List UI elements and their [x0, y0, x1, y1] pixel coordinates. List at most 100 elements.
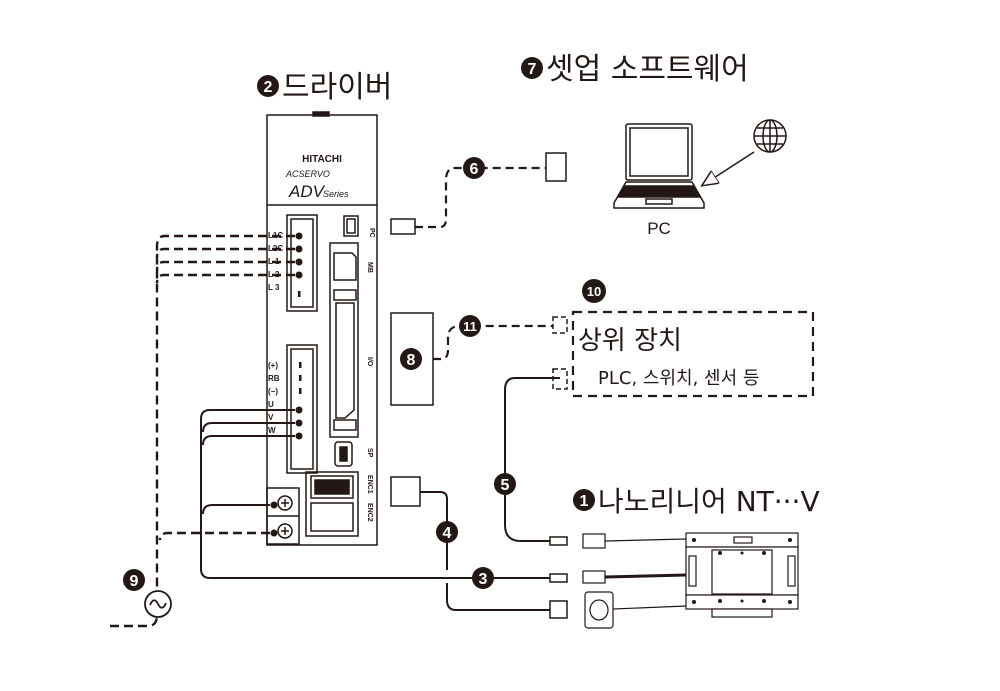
sensor-plug: [582, 533, 606, 549]
motor-cable-connector: [549, 573, 568, 583]
laptop-keyboard: [616, 185, 702, 198]
terminal-label-v: V: [268, 413, 274, 422]
screw: [718, 599, 722, 603]
screw: [740, 599, 744, 603]
sensor-cable-connector: [549, 536, 568, 546]
linear-stage: [582, 532, 799, 629]
enc2-connector: [310, 502, 354, 532]
laptop-icon: [613, 123, 705, 209]
stage-title-text: 나노리니어 NT···V: [598, 485, 820, 518]
encoder-connector-driver-side: [390, 476, 421, 507]
port-label-io: I/O: [366, 357, 373, 367]
ground-pins: [270, 501, 278, 537]
callout-circle: [463, 157, 485, 179]
ground-terminals: [266, 487, 300, 545]
callout-4: 4: [443, 525, 452, 542]
ground-screw-icon: [277, 523, 293, 539]
stage-base: [711, 608, 773, 618]
port-label-pc: PC: [368, 228, 375, 238]
motor-cable: [200, 409, 550, 579]
driver-title: 2 드라이버: [257, 70, 392, 105]
pc-port: [343, 215, 359, 237]
power-supply-wiring: [110, 234, 295, 628]
host-sensor-connector: [552, 368, 568, 390]
terminal-label-minus: (−): [268, 387, 278, 396]
screw: [740, 551, 744, 555]
callout-circle: [494, 473, 516, 495]
enc-panel: [305, 471, 359, 537]
callout-3: 3: [479, 571, 488, 588]
ground-pin: [270, 501, 278, 509]
ground-screw-icon: [277, 495, 293, 511]
screw: [692, 600, 696, 604]
terminal-pin: [295, 232, 303, 240]
wire-l2c: [155, 247, 295, 258]
io-connector: [335, 302, 355, 419]
stage-screws: [692, 538, 792, 604]
port-label-enc2: ENC2: [366, 503, 373, 522]
sensor-cable: [504, 377, 560, 542]
callout-6: 6: [470, 161, 479, 178]
laptop-screen: [629, 127, 689, 177]
callout-11: 11: [463, 319, 477, 334]
pc-communication-cable: [415, 166, 546, 229]
motor-plug: [582, 570, 606, 584]
callout-circle: [436, 521, 458, 543]
usb-port-outline: [343, 215, 359, 237]
callout-circle: [472, 567, 494, 589]
screw-cross: [281, 527, 289, 535]
stage-carriage: [711, 549, 773, 595]
port-label-enc1: ENC1: [366, 475, 373, 494]
screw: [788, 600, 792, 604]
driver-model-line: ACSERVO: [285, 169, 330, 179]
screw: [762, 551, 766, 555]
software-title: 7 셋업 소프트웨어: [521, 52, 749, 87]
sp-port-outline: [334, 441, 353, 467]
software-title-text: 셋업 소프트웨어: [546, 52, 749, 87]
terminal-pin: [295, 419, 303, 427]
stage-sensor: [733, 536, 753, 544]
io-cable: [433, 324, 553, 361]
host-device-title: 상위 장치: [578, 326, 682, 356]
wire-fg: [202, 504, 270, 515]
wire-u: [200, 409, 550, 579]
screw: [762, 599, 766, 603]
terminal-label-plus: (+): [268, 361, 278, 370]
callout-5: 5: [501, 477, 510, 494]
motor-lead: [604, 573, 687, 579]
callout-circle: [123, 569, 145, 591]
wire-l2: [155, 273, 295, 284]
driver-brand: HITACHI: [302, 154, 342, 165]
callout-circle: [521, 57, 543, 79]
host-device-box: [571, 310, 815, 398]
sine-wave-icon: [149, 599, 167, 609]
callout-8: 8: [407, 352, 416, 369]
io-module: [390, 312, 434, 406]
power-terminal-pins: [295, 232, 303, 297]
pc-cable-connector-driver-side: [390, 218, 416, 235]
terminal-pin: [298, 291, 301, 297]
callout-circle: [257, 75, 279, 97]
sp-port-pins: [339, 446, 348, 462]
driver-series-sub: Series: [323, 189, 349, 199]
terminal-label-u: U: [268, 400, 274, 409]
terminal-label-rb: RB: [268, 374, 280, 383]
host-io-connector: [552, 316, 568, 334]
pc-cable-connector-pc-side: [545, 152, 567, 182]
io-panel-outline: [329, 242, 359, 438]
wire-supply-return: [110, 614, 159, 628]
port-label-sp: SP: [366, 448, 373, 458]
wire-l1c: [155, 234, 295, 610]
wire-v: [202, 422, 295, 433]
stage-end-block: [787, 555, 796, 587]
ground-pin: [270, 529, 278, 537]
terminal-pin: [299, 375, 302, 381]
terminal-label-w: W: [268, 426, 276, 435]
stage-title: 1 나노리니어 NT···V: [573, 485, 820, 518]
terminal-pin: [299, 362, 302, 368]
callout-9: 9: [130, 573, 139, 590]
stage-title-number: 1: [580, 493, 589, 510]
callout-circle: [459, 315, 481, 337]
port-label-mb: MB: [366, 262, 373, 273]
